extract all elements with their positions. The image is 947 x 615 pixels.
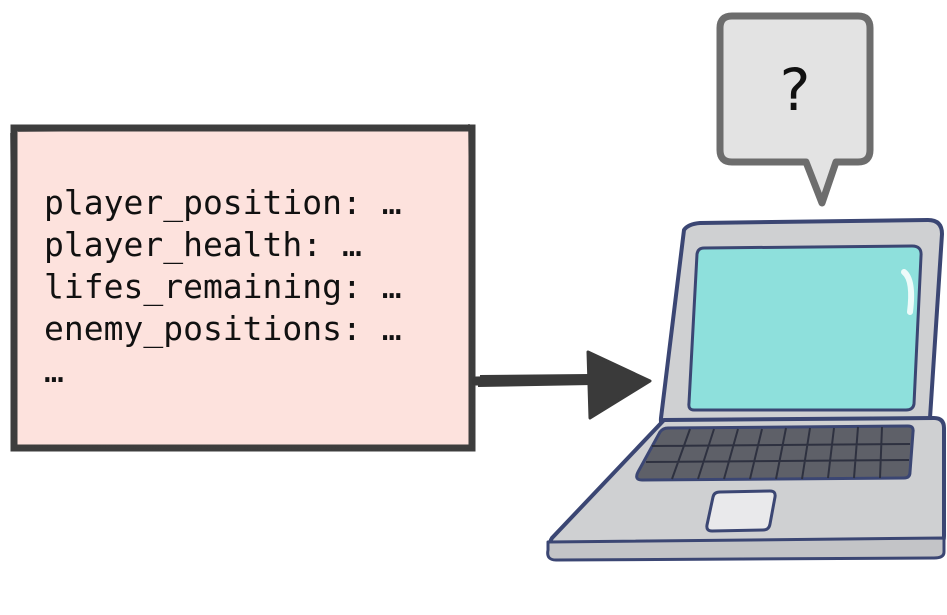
laptop-keyboard-keys	[645, 426, 911, 480]
laptop-screen-glare	[901, 269, 915, 315]
arrow-shaft	[471, 374, 601, 386]
laptop-screen	[687, 244, 923, 412]
state-line-lifes-remaining: lifes_remaining: …	[44, 267, 402, 307]
state-box-sketch	[10, 123, 475, 451]
state-box-frame	[10, 124, 476, 452]
speech-bubble-icon: ?	[716, 12, 874, 207]
laptop-base-edge	[546, 536, 946, 562]
state-line-player-health: player_health: …	[44, 225, 362, 265]
state-line-ellipsis: …	[44, 351, 64, 390]
laptop-trackpad	[705, 489, 777, 533]
arrow-head	[586, 350, 652, 420]
laptop-keyboard	[635, 424, 915, 482]
speech-bubble-text: ?	[780, 56, 811, 124]
state-line-player-position: player_position: …	[44, 183, 402, 223]
state-line-enemy-positions: enemy_positions: …	[44, 309, 402, 349]
state-box: player_position: … player_health: … life…	[10, 123, 476, 452]
arrow-right-icon	[471, 350, 652, 420]
arrow-shaft-sketch	[477, 374, 593, 387]
speech-bubble-shape	[716, 12, 874, 207]
laptop-icon	[546, 218, 946, 562]
